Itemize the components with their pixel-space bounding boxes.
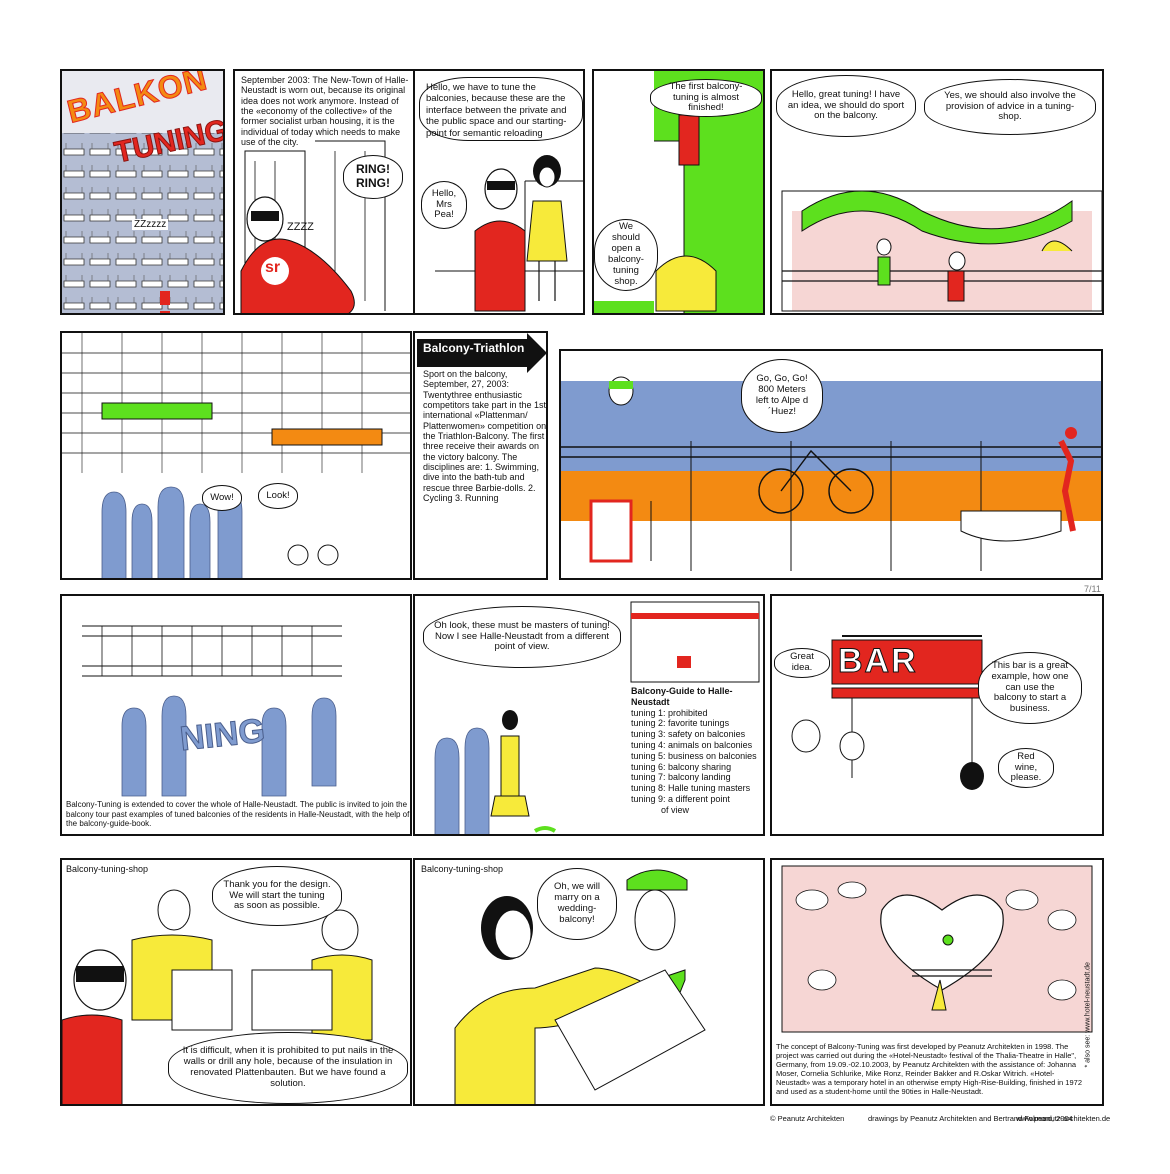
go-go-bubble: Go, Go, Go! 800 Meters left to Alpe d ´H…	[741, 359, 823, 433]
guide-item: tuning 7: balcony landing	[631, 772, 731, 783]
ring-bubble: RING! RING!	[343, 155, 403, 199]
page-number: 7/11	[1084, 584, 1101, 594]
side-note: * also see: www.hotel-neustadt.de	[1084, 962, 1092, 1068]
wedding-bubble: Oh, we will marry on a wedding-balcony!	[537, 868, 617, 940]
footer-drawings: drawings by Peanutz Architekten and Bert…	[868, 1114, 1073, 1123]
panel-12-shop-design: Balcony-tuning-shop Thank you for the de…	[60, 858, 412, 1106]
triathlon-text: Sport on the balcony, September, 27, 200…	[423, 369, 547, 504]
panel-4-first-tuning: The first balcony-tuning is almost finis…	[592, 69, 765, 315]
panel-13-wedding: Balcony-tuning-shop Oh, we will marry on…	[413, 858, 765, 1106]
guide-item: tuning 1: prohibited	[631, 707, 708, 718]
zzz-text: ZZZZ	[287, 221, 314, 233]
nails-problem-bubble: It is difficult, when it is prohibited t…	[168, 1032, 408, 1104]
panel-10-guide: Oh look, these must be masters of tuning…	[413, 594, 765, 836]
footer-copyright: © Peanutz Architekten	[770, 1114, 845, 1123]
guide-item: tuning 9: a different point	[631, 793, 730, 804]
guide-item: tuning 4: animals on balconies	[631, 739, 753, 750]
panel-8-triathlon-race: Go, Go, Go! 800 Meters left to Alpe d ´H…	[559, 349, 1103, 580]
triathlon-heading: Balcony-Triathlon	[423, 341, 525, 355]
footer-website: www.peanutz-architekten.de	[1016, 1114, 1111, 1123]
onlookers-art	[62, 333, 410, 578]
open-shop-bubble: We should open a balcony-tuning shop.	[594, 219, 658, 291]
guide-item: tuning 6: balcony sharing	[631, 761, 732, 772]
panel-9-balcony-tour: NING Balcony-Tuning is extended to cover…	[60, 594, 412, 836]
wakeup-art	[240, 140, 386, 313]
shop-label: Balcony-tuning-shop	[66, 864, 149, 874]
logo-sr: sr	[265, 259, 281, 276]
look-bubble: Look!	[258, 483, 298, 509]
panel-14-heart-balcony: The concept of Balcony-Tuning was first …	[770, 858, 1104, 1106]
balcony-tour-art	[82, 625, 342, 797]
tuning-shop-advice-bubble: Yes, we should also involve the provisio…	[924, 79, 1096, 135]
wedding-art	[454, 869, 706, 1104]
heart-balcony-art	[781, 865, 1093, 1033]
panel-1-cover: BALKON TUNING ZZzzzz	[60, 69, 225, 315]
balcony-tour-caption: Balcony-Tuning is extended to cover the …	[66, 800, 410, 829]
red-wine-bubble: Red wine, please.	[998, 748, 1054, 788]
panel-5-sport-idea: Hello, great tuning! I have an idea, we …	[770, 69, 1104, 315]
great-idea-bubble: Great idea.	[774, 648, 830, 678]
bar-sign: BAR	[838, 642, 918, 681]
guide-item: tuning 8: Halle tuning masters	[631, 783, 751, 794]
concept-caption: The concept of Balcony-Tuning was first …	[776, 1042, 1082, 1096]
guide-title: Balcony-Guide to Halle-Neustadt	[631, 686, 733, 707]
cover-zzz: ZZzzzz	[132, 219, 169, 230]
panel-2-wakeup: September 2003: The New-Town of Halle-Ne…	[233, 69, 416, 315]
panel-7-triathlon-text: Balcony-Triathlon Sport on the balcony, …	[413, 331, 548, 580]
first-tuning-bubble: The first balcony-tuning is almost finis…	[650, 79, 762, 117]
shop-label-wedding: Balcony-tuning-shop	[421, 864, 504, 874]
mrs-pea-art	[435, 155, 583, 312]
hello-mrs-pea-bubble: Hello, Mrs Pea!	[421, 181, 467, 229]
panel-6-onlookers: Wow! Look!	[60, 331, 412, 580]
guide-item: tuning 5: business on balconies	[631, 750, 757, 761]
sport-idea-art	[781, 190, 1102, 312]
cover-building-art	[62, 71, 223, 313]
thank-you-bubble: Thank you for the design. We will start …	[212, 866, 342, 926]
panel-3-mrs-pea: Hello, we have to tune the balconies, be…	[413, 69, 585, 315]
guide-item: tuning 3: safety on balconies	[631, 729, 746, 740]
triathlon-arrow	[417, 333, 546, 373]
bar-example-bubble: This bar is a great example, how one can…	[978, 652, 1082, 724]
intro-text: September 2003: The New-Town of Halle-Ne…	[241, 75, 409, 148]
shop-design-art	[62, 889, 373, 1104]
guide-art	[434, 601, 760, 834]
balcony-guide-list: Balcony-Guide to Halle-Neustadt tuning 1…	[627, 684, 761, 832]
wow-bubble: Wow!	[202, 485, 242, 511]
guide-item: tuning 2: favorite tunings	[631, 718, 730, 729]
sport-idea-bubble: Hello, great tuning! I have an idea, we …	[776, 75, 916, 137]
mrs-pea-speech: Hello, we have to tune the balconies, be…	[419, 77, 583, 141]
masters-of-tuning-bubble: Oh look, these must be masters of tuning…	[423, 606, 621, 668]
panel-11-bar: BAR Great idea. This bar is a great exam…	[770, 594, 1104, 836]
guide-item: of view	[631, 804, 690, 815]
triathlon-race-art	[561, 376, 1101, 578]
